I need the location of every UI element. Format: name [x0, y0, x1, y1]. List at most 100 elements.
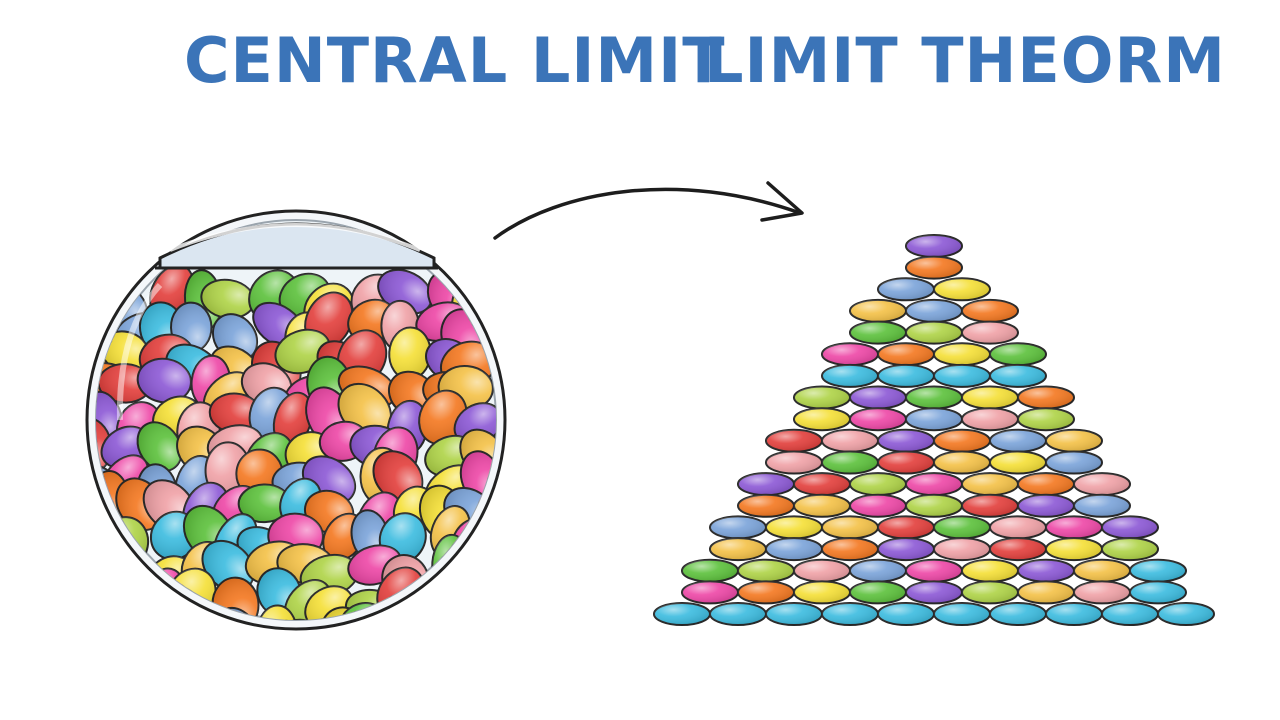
pile-bean: [877, 363, 935, 388]
pile-bean: [933, 277, 991, 302]
jelly-bean: [173, 609, 215, 620]
pile-bean: [989, 428, 1047, 453]
jelly-bean: [137, 602, 197, 620]
jelly-bean: [255, 604, 299, 620]
pile-bean: [849, 558, 907, 583]
pile-bean: [1157, 602, 1215, 626]
pile-bean: [989, 515, 1047, 540]
pile-bean: [1017, 558, 1075, 583]
pile-bean: [877, 428, 935, 453]
pile-bean: [737, 558, 795, 583]
pile-bean: [821, 515, 879, 540]
pile-bean: [737, 493, 795, 518]
pile-bean: [793, 580, 851, 605]
pile-bean: [737, 580, 795, 605]
pile-bean: [1101, 602, 1159, 626]
pile-bean: [709, 537, 767, 562]
jelly-bean: [378, 512, 427, 564]
pile-bean: [905, 580, 963, 605]
jelly-bean: [136, 357, 192, 404]
pile-bean: [765, 537, 823, 562]
pile-bean: [961, 493, 1019, 518]
jelly-bean: [110, 578, 169, 620]
pile-bean: [793, 558, 851, 583]
pile-bean: [933, 428, 991, 453]
pile-bean: [1045, 450, 1103, 475]
pile-bean: [849, 493, 907, 518]
title-left: CENTRAL LIMIT: [184, 24, 726, 97]
pile-bean: [737, 472, 795, 497]
pile-bean: [821, 428, 879, 453]
title-right: LIMIT THEORM: [704, 24, 1226, 97]
pile-bean: [793, 472, 851, 497]
pile-bean: [961, 558, 1019, 583]
jelly-bean: [96, 516, 121, 579]
jelly-bean: [96, 543, 128, 594]
pile-bean: [961, 472, 1019, 497]
pile-bean: [989, 602, 1047, 626]
pile-bean: [1129, 558, 1187, 583]
pile-bean: [1017, 493, 1075, 518]
jelly-bean: [200, 278, 256, 320]
pile-bean: [961, 298, 1019, 323]
pile-bean: [905, 472, 963, 497]
curved-arrow-icon: [493, 181, 804, 240]
pile-bean: [877, 515, 935, 540]
pile-bean: [877, 450, 935, 475]
jelly-bean: [237, 483, 291, 524]
pile-bean: [1073, 493, 1131, 518]
pile-bean: [849, 580, 907, 605]
pile-bean: [681, 558, 739, 583]
pile-bean: [905, 298, 963, 323]
pile-bean: [821, 363, 879, 388]
pile-bean: [681, 580, 739, 605]
pile-bean: [821, 602, 879, 626]
pile-bean: [1045, 537, 1103, 562]
pile-bean: [933, 342, 991, 367]
pile-bean: [765, 515, 823, 540]
pile-bean: [905, 493, 963, 518]
pile-bean: [1017, 385, 1075, 410]
jelly-bean: [136, 421, 183, 472]
pile-bean: [1045, 602, 1103, 626]
pile-bean: [877, 342, 935, 367]
pile-bean: [961, 385, 1019, 410]
pile-bean: [793, 407, 851, 432]
pile-bean: [961, 320, 1019, 345]
pile-bean: [905, 255, 963, 280]
pile-bean: [653, 602, 711, 626]
pile-bean: [933, 537, 991, 562]
pile-bean: [1101, 537, 1159, 562]
pile-bean: [877, 277, 935, 302]
pile-bean: [1129, 580, 1187, 605]
pile-bean: [989, 450, 1047, 475]
pile-bean: [765, 602, 823, 626]
jelly-bean: [96, 575, 117, 620]
pile-bean: [709, 602, 767, 626]
pile-bean: [905, 320, 963, 345]
pile-bean: [1073, 580, 1131, 605]
pile-bean: [877, 537, 935, 562]
pile-bean: [989, 342, 1047, 367]
jar-icon: [85, 209, 507, 631]
jelly-bean: [208, 392, 262, 434]
jelly-bean: [100, 612, 151, 620]
pile-bean: [793, 493, 851, 518]
pile-bean: [1045, 428, 1103, 453]
pile-bean: [933, 515, 991, 540]
pile-bean: [1017, 407, 1075, 432]
jelly-bean: [96, 602, 129, 620]
pile-bean: [877, 602, 935, 626]
pile-bean: [905, 234, 963, 258]
pile-bean: [933, 450, 991, 475]
pile-bean: [1101, 515, 1159, 540]
pile-bean: [989, 537, 1047, 562]
pile-bean: [1045, 515, 1103, 540]
pile-bean: [905, 558, 963, 583]
pile-bean: [1017, 580, 1075, 605]
bean-pile-icon: [653, 234, 1215, 626]
jelly-bean: [441, 574, 486, 620]
pile-bean: [1073, 472, 1131, 497]
pile-bean: [849, 407, 907, 432]
